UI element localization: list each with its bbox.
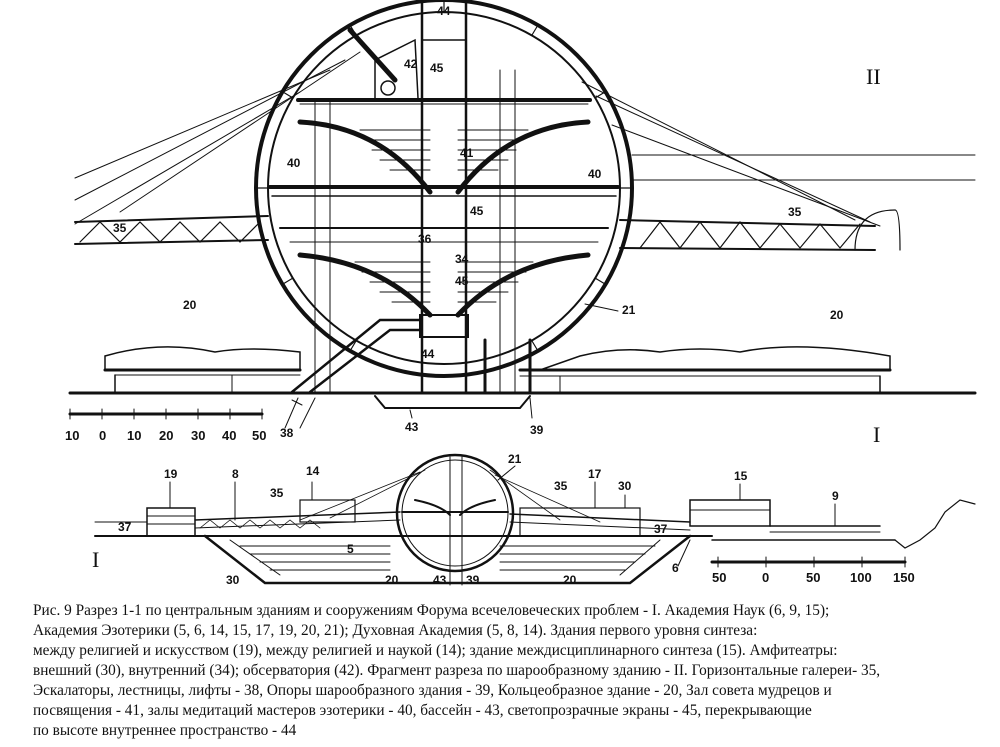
label-5: 5 [347, 542, 354, 556]
label-20-lower-right: 20 [563, 573, 577, 587]
label-6: 6 [672, 561, 679, 575]
scale-lower-tick-4: 150 [893, 570, 915, 585]
scale-lower-tick-1: 0 [762, 570, 769, 585]
label-44-bottom: 44 [421, 347, 435, 361]
label-37-right: 37 [654, 522, 668, 536]
scale-upper-tick-6: 50 [252, 428, 266, 443]
label-15: 15 [734, 469, 748, 483]
label-41: 41 [460, 146, 474, 160]
label-9: 9 [832, 489, 839, 503]
caption-line: Академия Эзотерики (5, 6, 14, 15, 17, 19… [33, 622, 758, 639]
label-36: 36 [418, 232, 432, 246]
overall-section [94, 453, 976, 586]
label-14: 14 [306, 464, 320, 478]
scale-upper-tick-3: 20 [159, 428, 173, 443]
scale-upper-tick-0: 10 [65, 428, 79, 443]
label-17: 17 [588, 467, 602, 481]
label-30-upper: 30 [618, 479, 632, 493]
caption-line: посвящения - 41, залы медитаций мастеров… [33, 702, 812, 719]
label-35-lower-right: 35 [554, 479, 568, 493]
caption-line: между религией и искусством (19), между … [33, 642, 838, 659]
roman-numeral-ii: II [866, 64, 881, 89]
roman-numeral-i-upper: I [873, 422, 880, 447]
label-45-middle: 45 [470, 204, 484, 218]
caption-line: Рис. 9 Разрез 1-1 по центральным зданиям… [33, 602, 830, 619]
caption-line: Эскалаторы, лестницы, лифты - 38, Опоры … [33, 682, 832, 699]
scale-lower-tick-2: 50 [806, 570, 820, 585]
label-20-lower-left: 20 [385, 573, 399, 587]
label-34: 34 [455, 252, 469, 266]
label-45-top: 45 [430, 61, 444, 75]
scale-upper-tick-4: 30 [191, 428, 205, 443]
label-35-right: 35 [788, 205, 802, 219]
section-drawing: II I I 44 42 45 40 41 40 35 45 35 36 34 … [65, 0, 977, 587]
label-39-lower: 39 [466, 573, 480, 587]
label-35-left: 35 [113, 221, 127, 235]
label-35-lower-left: 35 [270, 486, 284, 500]
roman-numeral-i-lower: I [92, 547, 99, 572]
label-40-left: 40 [287, 156, 301, 170]
sphere-section [68, 0, 977, 429]
label-45-lower: 45 [455, 274, 469, 288]
scale-upper-tick-1: 0 [99, 428, 106, 443]
label-43-lower: 43 [433, 573, 447, 587]
figure-caption: Рис. 9 Разрез 1-1 по центральным зданиям… [33, 601, 983, 741]
label-20-right: 20 [830, 308, 844, 322]
label-42: 42 [404, 57, 418, 71]
label-43: 43 [405, 420, 419, 434]
label-39: 39 [530, 423, 544, 437]
label-44-top: 44 [437, 4, 451, 18]
label-37-left: 37 [118, 520, 132, 534]
label-8: 8 [232, 467, 239, 481]
scale-lower-tick-3: 100 [850, 570, 872, 585]
scale-lower-tick-0: 50 [712, 570, 726, 585]
label-20-left: 20 [183, 298, 197, 312]
label-21-lower: 21 [508, 452, 522, 466]
scale-upper-tick-5: 40 [222, 428, 236, 443]
label-38: 38 [280, 426, 294, 440]
caption-line: по высоте внутреннее пространство - 44 [33, 722, 297, 739]
label-21: 21 [622, 303, 636, 317]
label-19: 19 [164, 467, 178, 481]
label-40-right: 40 [588, 167, 602, 181]
scale-upper-tick-2: 10 [127, 428, 141, 443]
label-30-lower: 30 [226, 573, 240, 587]
caption-line: внешний (30), внутренний (34); обсервато… [33, 662, 881, 679]
